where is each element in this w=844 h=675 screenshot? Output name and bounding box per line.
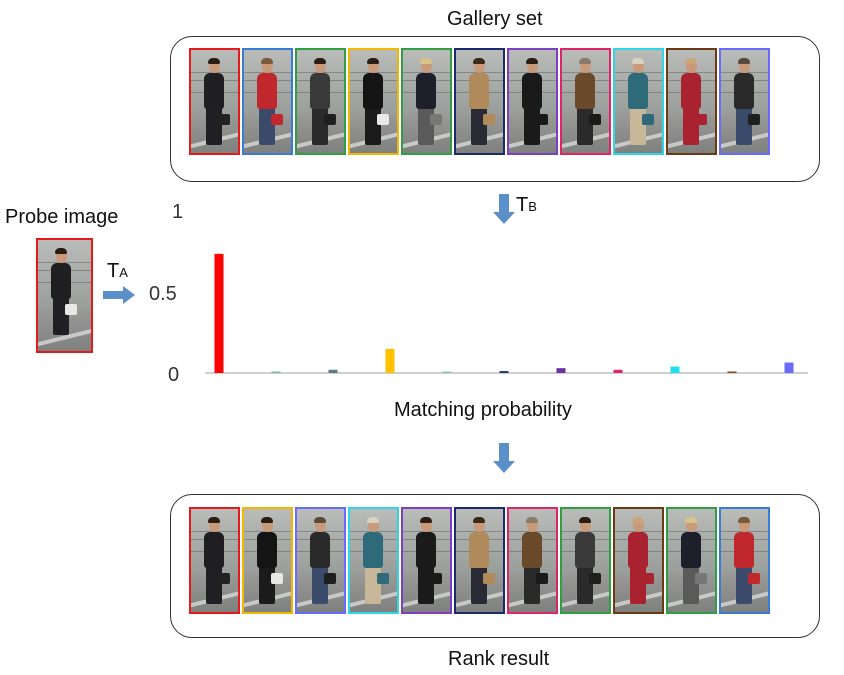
arrow-down-tb: [493, 194, 515, 224]
arrow-down-rank: [493, 443, 515, 473]
bar: [271, 371, 281, 373]
gallery-thumbnail: [666, 48, 717, 155]
rank-thumbnail: [189, 507, 240, 614]
bar: [670, 366, 680, 373]
rank-thumbnail: [242, 507, 293, 614]
probe-thumbnail: [36, 238, 93, 353]
rank-thumbnail: [560, 507, 611, 614]
ytick-0.5: 0.5: [149, 283, 177, 305]
rank-thumbnail: [401, 507, 452, 614]
ta-label: TA: [107, 260, 128, 282]
rank-thumbnail: [348, 507, 399, 614]
gallery-thumbnail: [401, 48, 452, 155]
bar: [499, 371, 509, 373]
ytick-1: 1: [172, 201, 184, 223]
gallery-thumbnail: [719, 48, 770, 155]
bar: [442, 371, 452, 373]
rank-title: Rank result: [448, 648, 550, 670]
gallery-thumbnail: [454, 48, 505, 155]
probe-title: Probe image: [5, 206, 119, 228]
gallery-thumbnail: [189, 48, 240, 155]
rank-strip: [189, 507, 770, 614]
gallery-thumbnail: [507, 48, 558, 155]
bar: [727, 371, 737, 373]
rank-thumbnail: [613, 507, 664, 614]
rank-thumbnail: [507, 507, 558, 614]
bar: [385, 348, 395, 373]
rank-thumbnail: [719, 507, 770, 614]
bar: [613, 369, 623, 373]
arrow-right-ta: [103, 286, 135, 304]
rank-thumbnail: [295, 507, 346, 614]
gallery-strip: [189, 48, 770, 155]
gallery-thumbnail: [348, 48, 399, 155]
gallery-thumbnail: [242, 48, 293, 155]
gallery-thumbnail: [295, 48, 346, 155]
gallery-title: Gallery set: [447, 8, 543, 30]
chart-title: Matching probability: [394, 399, 572, 421]
rank-thumbnail: [454, 507, 505, 614]
gallery-thumbnail: [613, 48, 664, 155]
rank-thumbnail: [666, 507, 717, 614]
bar: [784, 362, 794, 373]
probe-image: [36, 238, 93, 353]
bar: [214, 253, 224, 373]
gallery-thumbnail: [560, 48, 611, 155]
ytick-0: 0: [168, 364, 180, 386]
bar: [328, 369, 338, 373]
bar: [556, 368, 566, 373]
tb-label: TB: [516, 194, 537, 216]
